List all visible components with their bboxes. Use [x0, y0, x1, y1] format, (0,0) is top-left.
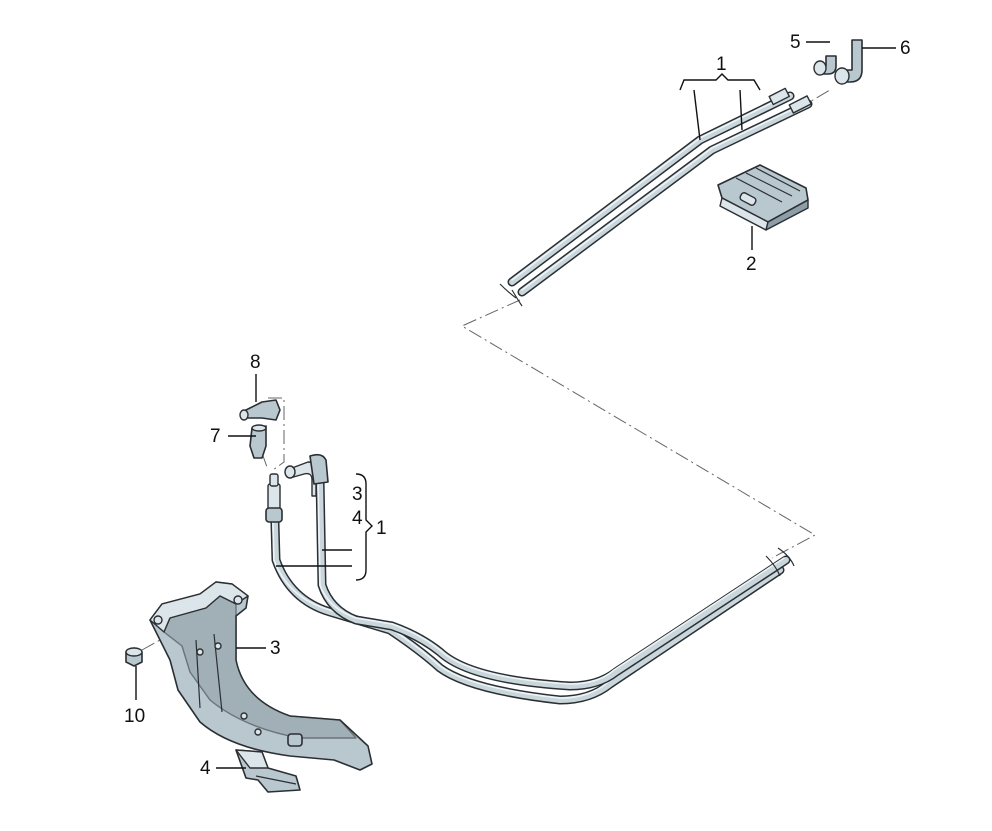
tube-guide-housing	[149, 581, 373, 771]
mounting-bracket-4	[235, 749, 301, 793]
plug-8	[239, 399, 281, 421]
callout-1-top: 1	[716, 54, 727, 75]
callout-4-right: 4	[352, 508, 363, 529]
callout-2: 2	[746, 254, 757, 275]
callout-3-bottom: 3	[270, 638, 281, 659]
tube-assembly-top	[499, 87, 813, 307]
retaining-clip	[717, 164, 809, 231]
callout-6: 6	[900, 38, 911, 59]
callout-labels: 1 2 5 6 8 7 3 4 1 3 10 4	[124, 32, 911, 779]
elbow-connector-6	[834, 39, 863, 85]
plug-7	[249, 424, 267, 459]
callout-7: 7	[210, 426, 221, 447]
callout-4-bottom: 4	[200, 758, 211, 779]
callout-10: 10	[124, 706, 145, 727]
alignment-lines	[141, 89, 831, 651]
callout-5: 5	[790, 32, 801, 53]
callout-8: 8	[250, 352, 261, 373]
tube-assembly-main	[265, 453, 795, 705]
elbow-connector-5	[813, 55, 837, 76]
callout-1-right: 1	[376, 518, 387, 539]
leader-lines	[135, 41, 896, 769]
fastener-10	[125, 647, 143, 667]
callout-3-right: 3	[352, 484, 363, 505]
